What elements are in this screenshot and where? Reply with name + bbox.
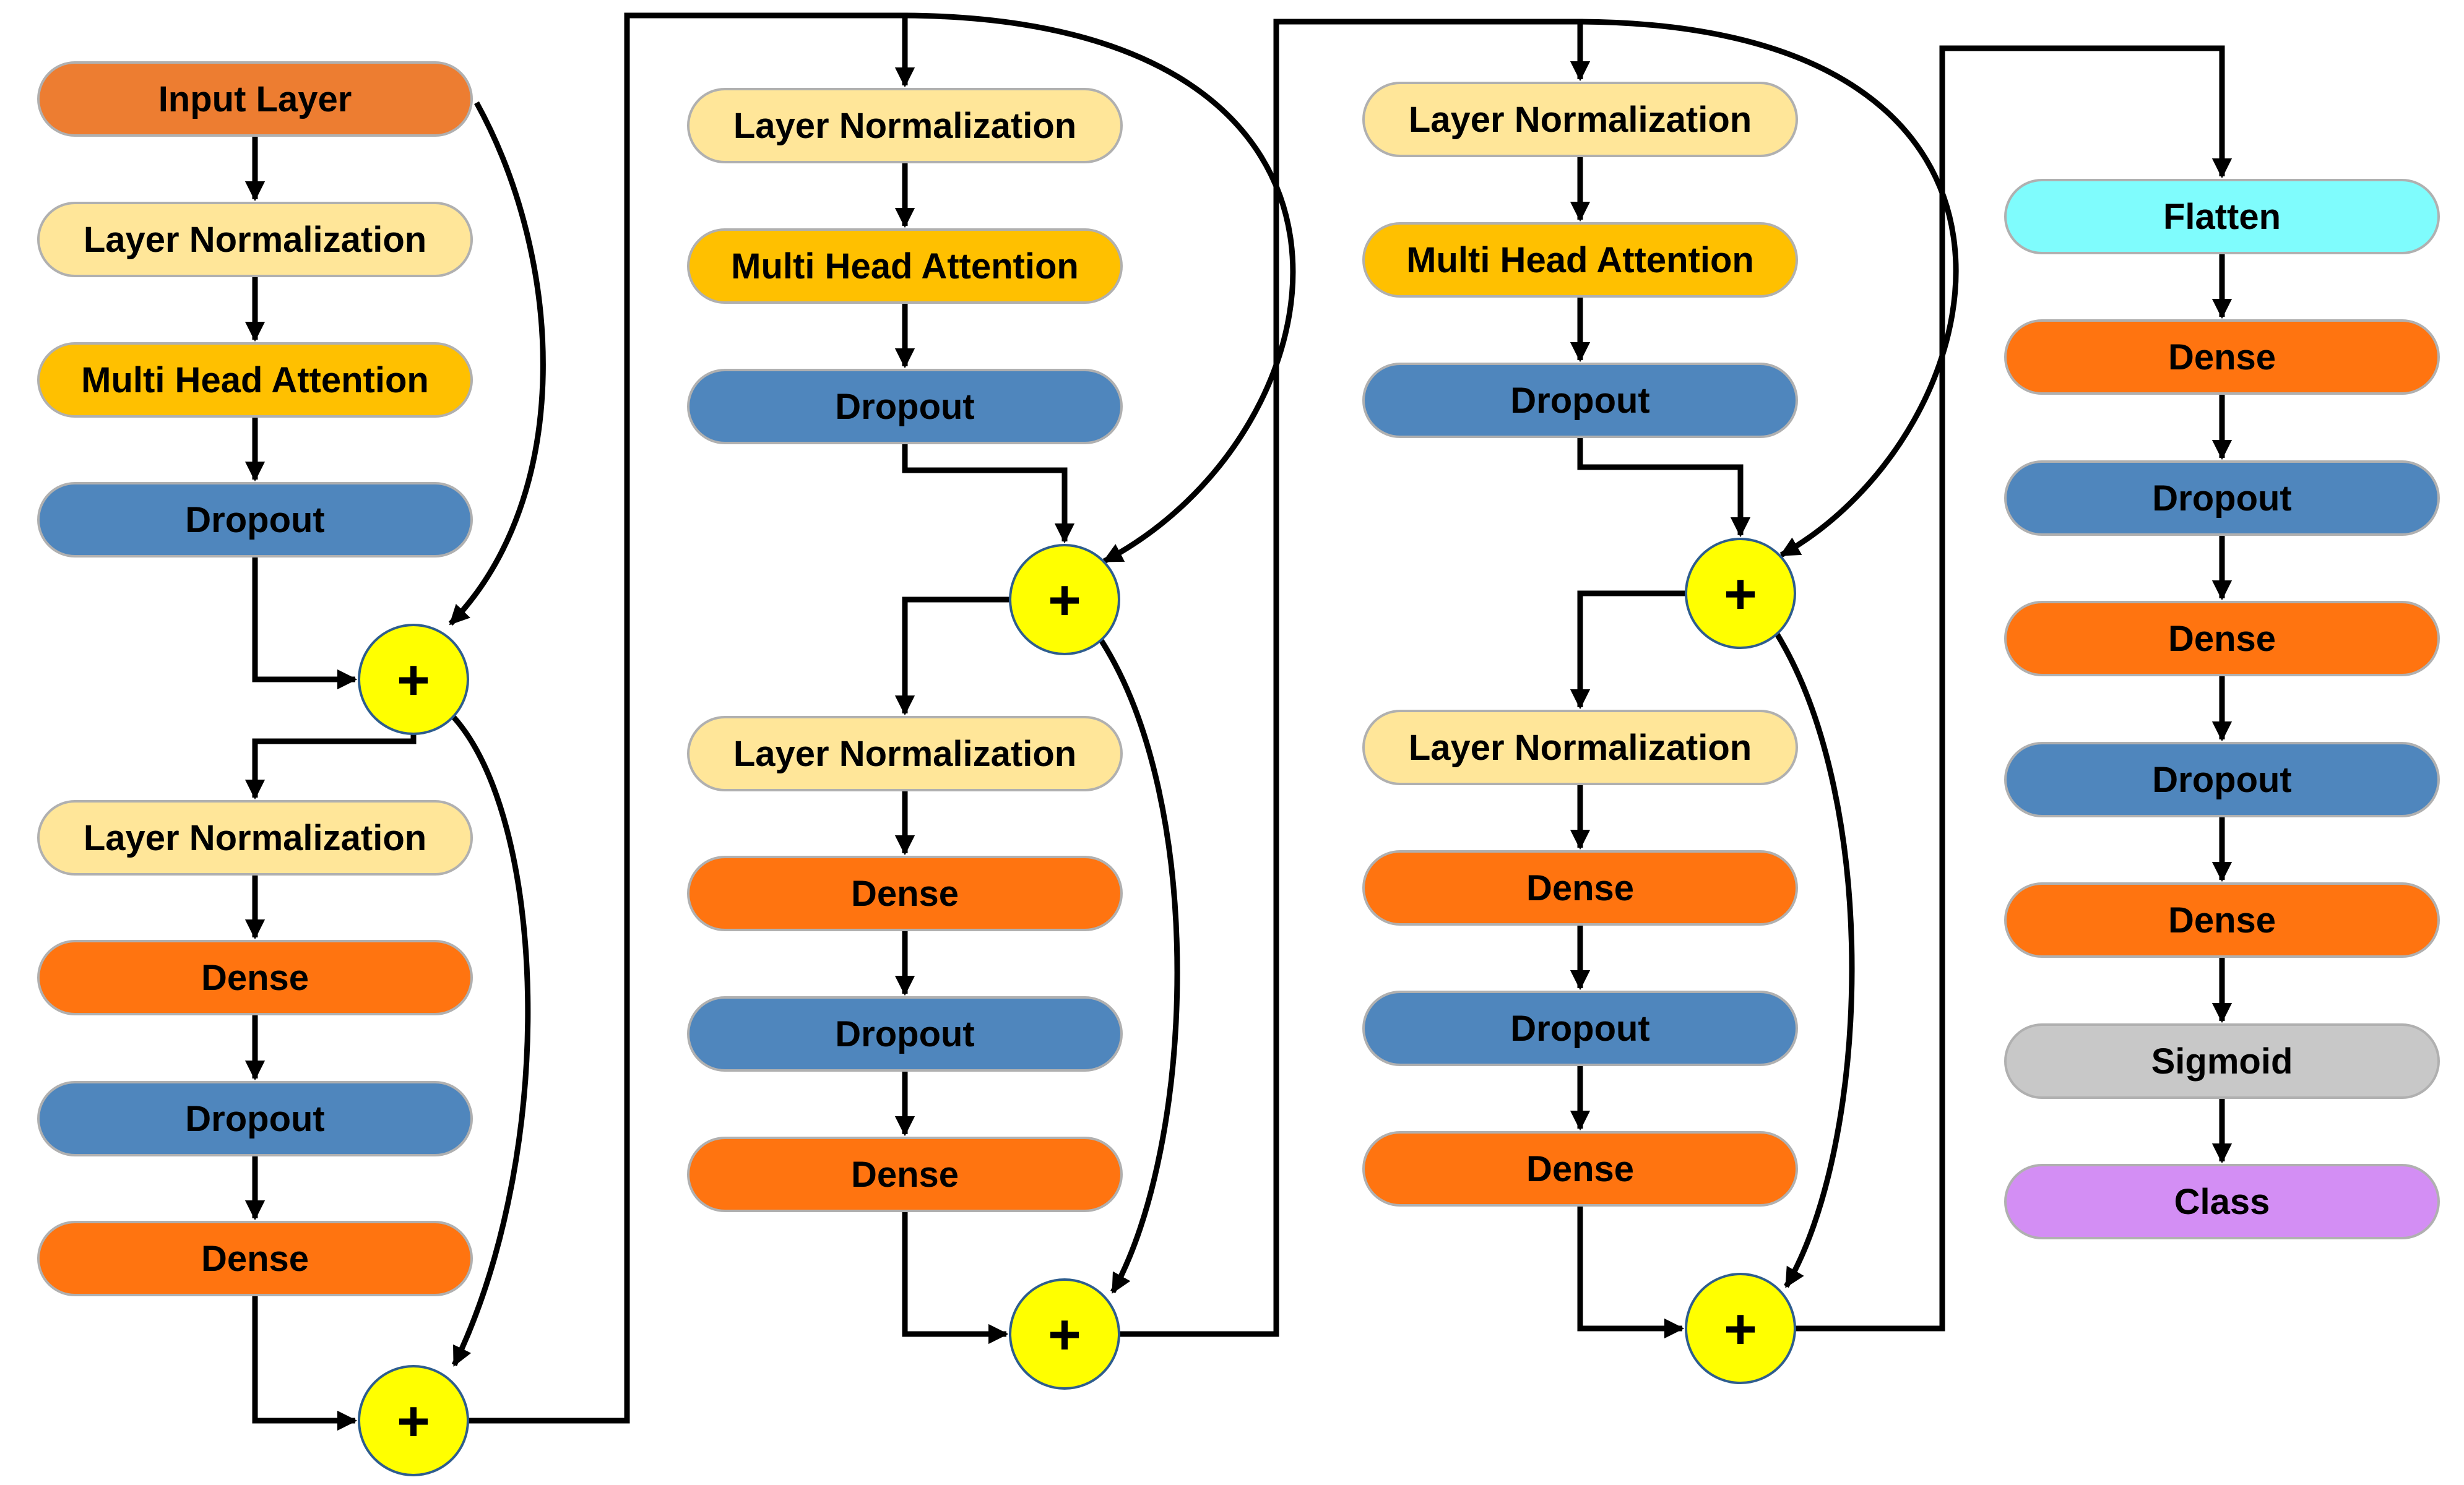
node-layer-normalization-box: [687, 716, 1123, 791]
node-dense-box: [1362, 1131, 1798, 1207]
flow-arrow: [902, 1211, 1009, 1345]
node-dropout-box: [687, 996, 1123, 1072]
residual-add-symbol: +: [1048, 569, 1081, 632]
flow-arrow: [252, 1295, 358, 1431]
node-dropout-label: Dropout: [2152, 760, 2292, 800]
node-multi-head-attention-box: [687, 228, 1123, 304]
skip-connection-arrow: [1580, 19, 1959, 557]
flow-arrow: [252, 556, 358, 690]
node-sigmoid-box: [2004, 1023, 2440, 1099]
skip-connection-arrow: [904, 12, 1296, 564]
node-dropout-label: Dropout: [835, 1014, 975, 1054]
node-flatten-box: [2004, 179, 2440, 254]
node-dropout-label: Dropout: [185, 500, 325, 540]
node-dropout-box: [2004, 460, 2440, 536]
flow-arrow: [1577, 1205, 1685, 1339]
residual-add-circle: [358, 1365, 469, 1476]
flow-arrow: [1119, 19, 1591, 1337]
skip-connection-arrow: [1774, 631, 1855, 1288]
node-layer-normalization-box: [1362, 710, 1798, 785]
node-dense-label: Dense: [2168, 619, 2276, 659]
node-multi-head-attention-box: [1362, 222, 1798, 298]
node-dropout-box: [687, 369, 1123, 444]
node-dropout-box: [37, 482, 473, 557]
flow-arrow: [894, 596, 1010, 716]
residual-add-symbol: +: [397, 1390, 430, 1453]
residual-add-symbol: +: [1048, 1303, 1081, 1366]
node-dropout-label: Dropout: [185, 1099, 325, 1139]
node-dense-label: Dense: [201, 958, 309, 998]
node-multi-head-attention-box: [37, 342, 473, 418]
residual-add-circle: [1009, 544, 1120, 655]
node-dropout-box: [2004, 742, 2440, 817]
node-layer-normalization-label: Layer Normalization: [1409, 100, 1752, 140]
node-dense-label: Dense: [1526, 1149, 1634, 1189]
residual-add-circle: [1009, 1278, 1120, 1390]
flow-arrow: [1577, 437, 1751, 538]
skip-connection-arrow: [1098, 637, 1180, 1294]
node-layer-normalization-box: [37, 800, 473, 876]
node-dense-box: [687, 856, 1123, 931]
node-dense-label: Dense: [851, 1155, 959, 1195]
node-sigmoid-label: Sigmoid: [2151, 1041, 2293, 1082]
node-multi-head-attention-label: Multi Head Attention: [81, 360, 429, 400]
node-flatten-label: Flatten: [2163, 197, 2281, 237]
node-input-layer-label: Input Layer: [158, 79, 352, 119]
node-dropout-label: Dropout: [2152, 478, 2292, 519]
flow-arrow: [902, 443, 1075, 544]
node-layer-normalization-label: Layer Normalization: [84, 818, 426, 858]
node-multi-head-attention-label: Multi Head Attention: [1406, 240, 1754, 280]
node-class-label: Class: [2174, 1182, 2270, 1222]
node-dense-box: [1362, 850, 1798, 926]
residual-add-symbol: +: [1724, 562, 1757, 626]
node-layer-normalization-box: [687, 88, 1123, 163]
node-dense-label: Dense: [851, 874, 959, 914]
node-dense-label: Dense: [2168, 337, 2276, 377]
node-input-layer-box: [37, 61, 473, 137]
flow-arrow: [244, 734, 417, 800]
node-dense-label: Dense: [2168, 900, 2276, 940]
residual-add-circle: [1685, 538, 1796, 649]
flow-arrow: [1795, 45, 2233, 1332]
node-dense-box: [2004, 882, 2440, 958]
connectors: [244, 12, 2233, 1431]
node-layer-normalization-label: Layer Normalization: [1409, 728, 1752, 768]
residual-add-symbol: +: [1724, 1298, 1757, 1361]
node-layer-normalization-box: [1362, 82, 1798, 157]
residual-add-circle: [1685, 1273, 1796, 1384]
node-dense-label: Dense: [201, 1239, 309, 1279]
node-dense-box: [687, 1137, 1123, 1212]
node-dense-label: Dense: [1526, 868, 1634, 908]
node-layer-normalization-label: Layer Normalization: [733, 106, 1076, 146]
node-dropout-label: Dropout: [1510, 381, 1650, 421]
node-dropout-label: Dropout: [835, 387, 975, 427]
residual-add-symbol: +: [397, 648, 430, 712]
node-layer-normalization-box: [37, 202, 473, 277]
flow-arrow: [468, 12, 915, 1424]
node-multi-head-attention-label: Multi Head Attention: [731, 246, 1079, 286]
node-class-box: [2004, 1164, 2440, 1239]
node-dense-box: [2004, 319, 2440, 395]
residual-add-circle: [358, 624, 469, 735]
skip-connection-arrow: [451, 714, 531, 1367]
node-layer-normalization-label: Layer Normalization: [733, 734, 1076, 774]
node-dropout-box: [37, 1081, 473, 1156]
node-layer-normalization-label: Layer Normalization: [84, 220, 426, 260]
node-dropout-label: Dropout: [1510, 1009, 1650, 1049]
node-dense-box: [37, 940, 473, 1015]
node-dense-box: [2004, 601, 2440, 676]
residual-add-nodes: + + + + + +: [358, 538, 1796, 1476]
node-dense-box: [37, 1221, 473, 1296]
node-dropout-box: [1362, 363, 1798, 438]
flow-arrow: [1570, 590, 1686, 710]
node-dropout-box: [1362, 991, 1798, 1066]
skip-connection-arrow: [448, 101, 546, 626]
